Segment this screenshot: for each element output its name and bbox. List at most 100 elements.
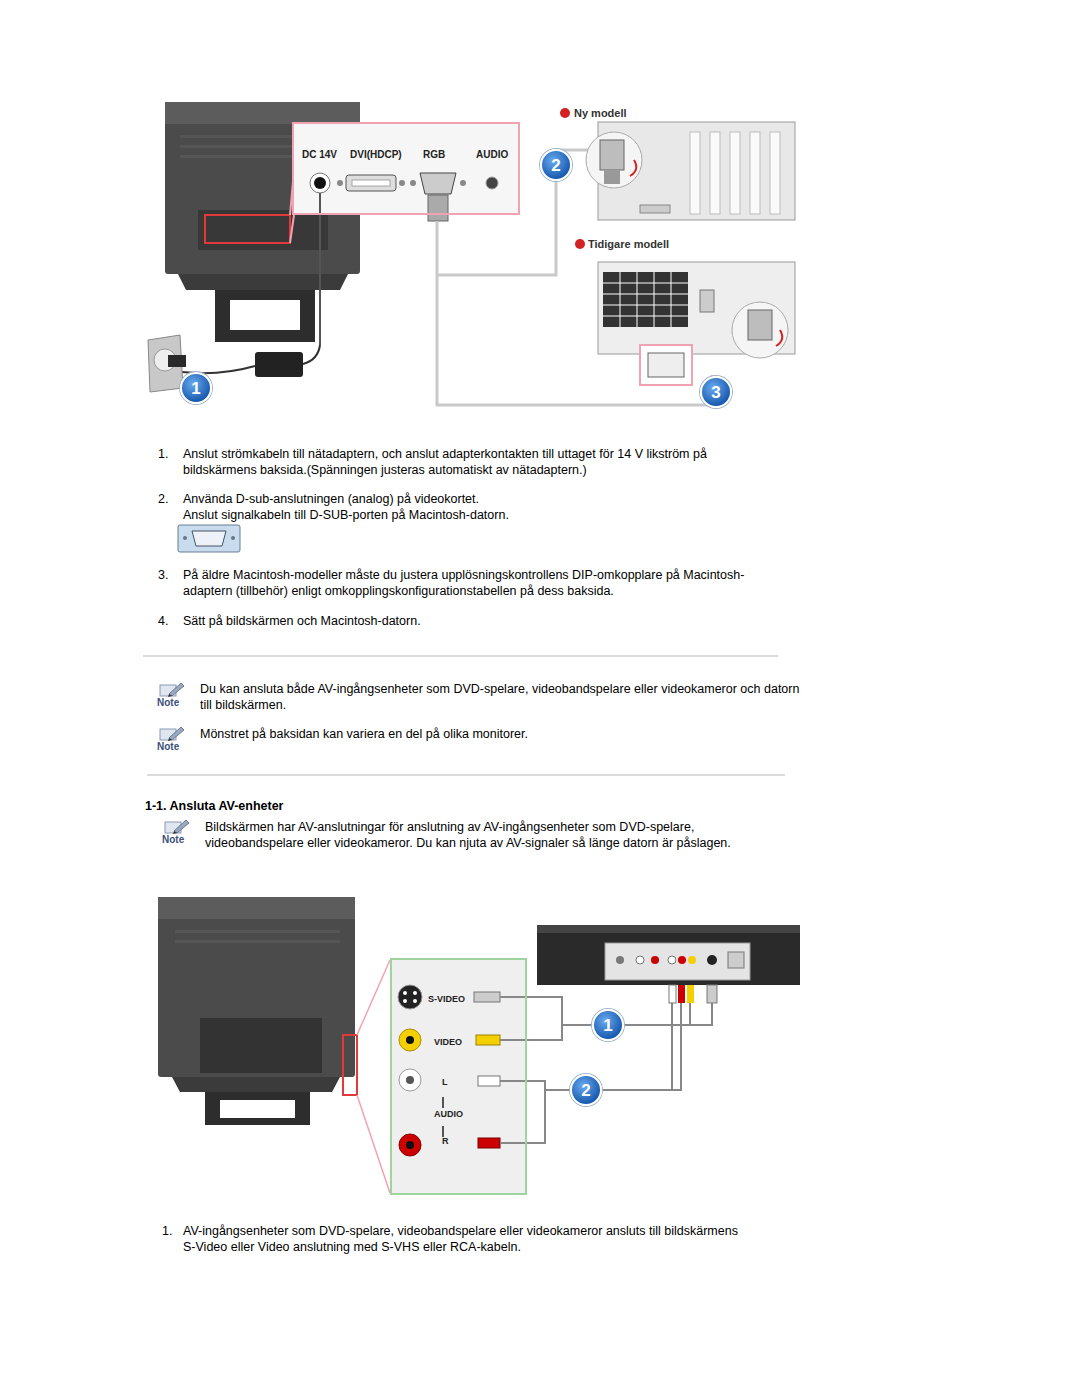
power-cable [319, 193, 321, 345]
list-number: 1. [158, 447, 168, 463]
connector-panel: DC 14VDVI(HDCP)RGBAUDIO [292, 122, 520, 215]
callout-number: 1 [592, 1009, 624, 1041]
instruction-text: På äldre Macintosh-modeller måste du jus… [183, 568, 773, 599]
monitor-back [205, 1092, 310, 1125]
port-label: L [442, 1077, 448, 1088]
old-computer [748, 310, 772, 340]
callout-number: 2 [581, 1082, 590, 1099]
connector-panel-art [410, 180, 416, 186]
model-label: Tidigare modell [588, 237, 669, 253]
callout-number: 3 [700, 376, 732, 408]
new-computer [730, 132, 740, 214]
note-tag: Note [157, 741, 179, 752]
power-cable [168, 355, 186, 367]
monitor-back [175, 940, 340, 943]
callout-number: 3 [711, 384, 720, 401]
connector-panel-art [486, 177, 498, 189]
list-number: 4. [158, 614, 168, 630]
list-number: 3. [158, 568, 168, 584]
monitor-back [175, 930, 340, 933]
list-number: 1. [162, 1224, 172, 1240]
dsub-icon [231, 536, 235, 540]
connector-panel-art [460, 180, 466, 186]
monitor-back [357, 1095, 390, 1193]
separator-line [147, 774, 785, 776]
dvd-player [688, 956, 696, 964]
port-label: AUDIO [476, 149, 508, 161]
dvd-player [616, 956, 624, 964]
connector-panel-art [399, 180, 405, 186]
old-computer [575, 239, 795, 385]
new-computer [710, 132, 720, 214]
dvd-player [707, 955, 717, 965]
dvd-player [668, 956, 676, 964]
av-panel-art [413, 991, 417, 995]
monitor-back [178, 274, 348, 290]
new-computer [600, 140, 624, 170]
av-panel-art [403, 991, 407, 995]
av-cable [474, 992, 500, 1002]
note-icon [165, 820, 189, 834]
av-panel-art [403, 999, 407, 1003]
monitor-back [158, 897, 390, 1193]
av-cable [687, 985, 694, 1003]
av-cable [669, 985, 676, 1003]
monitor-back [198, 210, 328, 250]
dvd-player [636, 956, 644, 964]
connector-panel-art [337, 180, 343, 186]
note-icon [160, 683, 184, 697]
av-panel-art [399, 1029, 421, 1051]
new-computer [640, 205, 670, 213]
connector-panel-art [314, 177, 326, 189]
monitor-back [343, 1035, 357, 1095]
instruction-text: Anslut strömkabeln till nätadaptern, och… [183, 447, 773, 478]
list-number: 2. [158, 492, 168, 508]
old-computer [640, 345, 692, 385]
callout-number: 2 [551, 157, 560, 174]
av-cable [500, 1025, 562, 1040]
monitor-back [165, 102, 360, 124]
connector-panel-art [292, 122, 520, 215]
av-cable [707, 985, 717, 1003]
av-panel-art [399, 1134, 421, 1156]
callout-number: 1 [603, 1017, 612, 1034]
note-text: Mönstret på baksidan kan variera en del … [200, 727, 800, 743]
connector-panel-art [420, 173, 456, 194]
av-panel-art [398, 985, 422, 1009]
av-cable [478, 1076, 500, 1086]
av-panel-art [399, 1069, 421, 1091]
dvd-player [537, 925, 800, 933]
port-label: DC 14V [302, 149, 337, 161]
new-computer [750, 132, 760, 214]
model-label: Ny modell [574, 106, 627, 122]
connector-panel-art [352, 180, 390, 186]
dsub-icon [178, 525, 240, 552]
monitor-back [357, 960, 390, 1035]
power-cable [255, 352, 303, 377]
old-computer [700, 290, 714, 312]
new-computer [604, 170, 620, 184]
av-panel-art [442, 1097, 444, 1108]
signal-cable [428, 195, 448, 221]
note-text: Bildskärmen har AV-anslutningar för ansl… [205, 820, 795, 851]
dsub-icon [192, 531, 226, 546]
av-cable [678, 985, 685, 1003]
signal-cable [437, 150, 598, 275]
old-computer [776, 330, 782, 346]
instruction-text: Sätt på bildskärmen och Macintosh-datorn… [183, 614, 773, 630]
av-panel-art [413, 999, 417, 1003]
separator-line [143, 656, 785, 775]
port-label: R [442, 1136, 449, 1147]
separator-line [143, 655, 778, 657]
monitor-back [158, 897, 355, 1077]
av-cable [671, 1003, 673, 1090]
port-label: DVI(HDCP) [350, 149, 402, 161]
av-cable [476, 1035, 500, 1045]
note-tag: Note [157, 697, 179, 708]
monitor-back [215, 290, 315, 342]
note-icon [160, 727, 184, 741]
new-computer [770, 132, 780, 214]
instruction-text: Använda D-sub-anslutningen (analog) på v… [183, 492, 773, 508]
port-label: S-VIDEO [428, 994, 465, 1005]
